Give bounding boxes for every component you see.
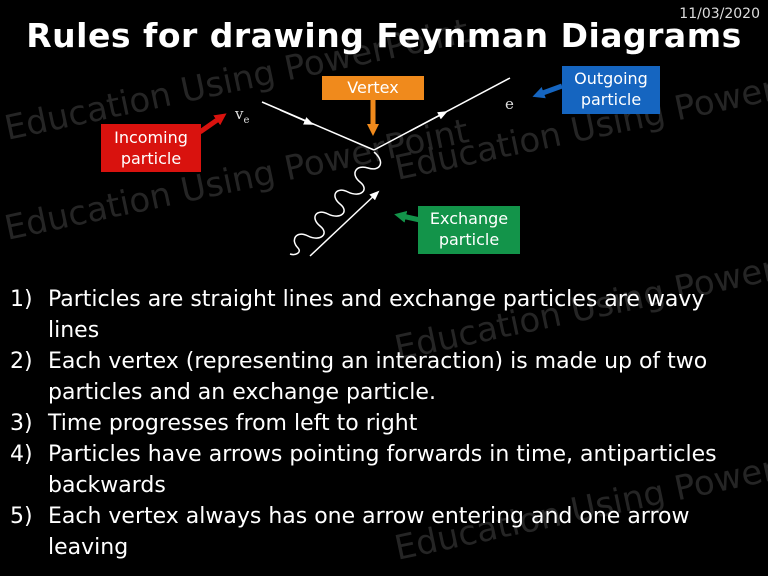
rule-item: 2) Each vertex (representing an interacti… [10, 346, 760, 408]
exchange-wavy-line [289, 151, 382, 256]
incoming-label-line2: particle [120, 149, 182, 168]
diagonal-arrow [309, 190, 380, 257]
rule-text: Time progresses from left to right [48, 411, 418, 436]
slide-date: 11/03/2020 [679, 6, 760, 22]
exchange-callout-arrow [394, 211, 421, 223]
exchange-label-line2: particle [438, 230, 500, 249]
exchange-particle-label: Exchange particle [418, 206, 520, 254]
vertex-label: Vertex [322, 76, 424, 100]
incoming-symbol-text: v [235, 105, 244, 123]
slide-title: Rules for drawing Feynman Diagrams [26, 16, 742, 55]
rule-number: 1) [10, 287, 33, 312]
rule-text: Particles have arrows pointing forwards … [48, 442, 717, 498]
incoming-symbol: ve [235, 105, 249, 126]
rule-text: Each vertex always has one arrow enterin… [48, 504, 690, 560]
incoming-symbol-subscript: e [243, 115, 250, 126]
rule-text: Each vertex (representing an interaction… [48, 349, 708, 405]
rule-item: 1) Particles are straight lines and excha… [10, 284, 760, 346]
incoming-callout-arrow [198, 113, 227, 135]
rule-item: 4) Particles have arrows pointing forward… [10, 439, 760, 501]
rule-number: 4) [10, 442, 33, 467]
incoming-arrow [279, 109, 314, 125]
rule-item: 5) Each vertex always has one arrow enter… [10, 501, 760, 563]
rules-list: 1) Particles are straight lines and excha… [10, 284, 760, 563]
rule-number: 5) [10, 504, 33, 529]
feynman-diagram [198, 77, 563, 257]
rule-number: 3) [10, 411, 33, 436]
incoming-label-line1: Incoming [114, 128, 188, 147]
outgoing-label-line2: particle [580, 90, 642, 109]
outgoing-symbol: e [505, 95, 514, 113]
outgoing-callout-arrow [532, 83, 563, 99]
rule-item: 3) Time progresses from left to right [10, 408, 760, 439]
rule-number: 2) [10, 349, 33, 374]
outgoing-label-line1: Outgoing [574, 69, 648, 88]
incoming-particle-line [261, 101, 375, 151]
incoming-particle-label: Incoming particle [101, 124, 201, 172]
rule-text: Particles are straight lines and exchang… [48, 287, 705, 343]
exchange-label-line1: Exchange [429, 209, 509, 228]
outgoing-particle-label: Outgoing particle [562, 66, 660, 114]
outgoing-arrow [409, 111, 448, 132]
